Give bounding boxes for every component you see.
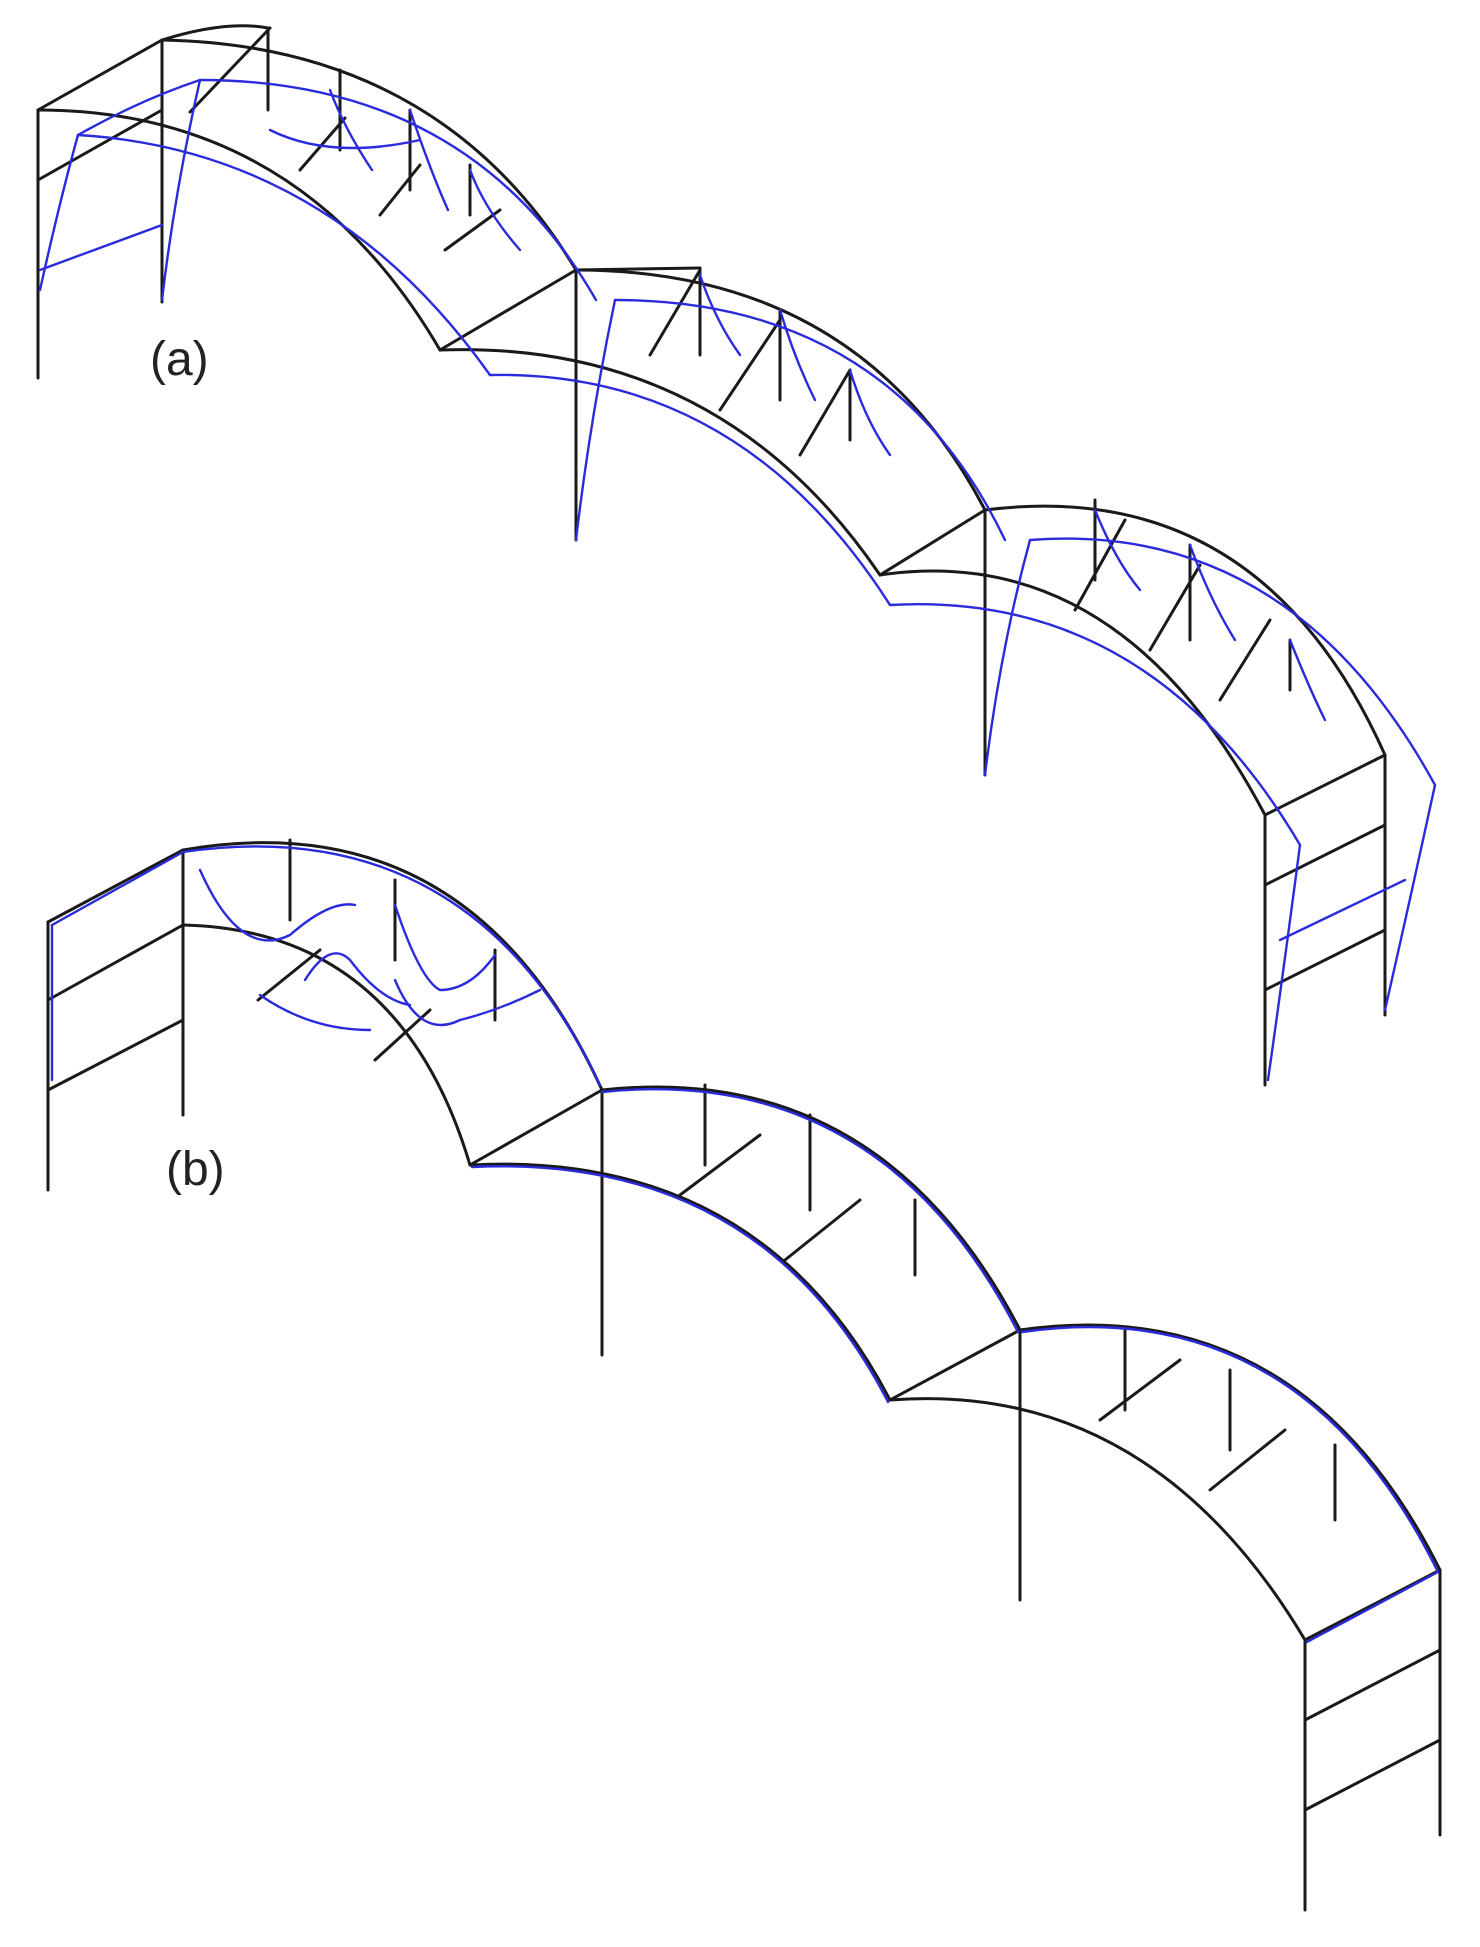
b-bay2-purlin-1: [678, 1133, 762, 1197]
b-bay3-purlin-2: [1208, 1428, 1287, 1492]
b-bay3-ridge-back: [1018, 1323, 1442, 1572]
a-def-bay3-post-1: [1093, 508, 1142, 592]
panel-b-deformed-shape: [50, 845, 1440, 1644]
b-bay1-ridge-front: [181, 923, 472, 1167]
b-left-low-beam: [46, 1018, 185, 1092]
a-right-end-top: [1263, 753, 1387, 817]
a-bay1-purlin-4: [443, 208, 502, 252]
b-bay1-ridge-back: [181, 841, 604, 1092]
b-bay2-ridge-back: [600, 1085, 1022, 1332]
b-bay3-ridge-front: [888, 1397, 1307, 1642]
a-def-bay1-sag: [268, 128, 422, 150]
a-def-column-1: [574, 298, 617, 542]
panel-b-undeformed-frame: [46, 838, 1442, 1912]
a-def-bay1-front: [76, 133, 492, 377]
b-left-mid-beam: [46, 923, 185, 1002]
a-def-bay2-ridge: [613, 298, 1007, 542]
a-def-right-column-front: [1266, 843, 1302, 1082]
b-def-bay2-ridge: [600, 1088, 1020, 1334]
b-def-bay1-sag: [258, 993, 372, 1032]
a-def-bay2-post-3: [848, 368, 892, 457]
a-bay2-purlin-3: [798, 368, 852, 457]
panel-b-label: (b): [166, 1143, 225, 1196]
a-bay3-purlin-2: [1148, 563, 1202, 652]
a-bay2-ridge-front: [438, 348, 882, 577]
a-def-bay1-post-3: [468, 168, 522, 252]
a-right-low-beam: [1263, 928, 1387, 992]
a-def-bay1-post-1: [328, 88, 374, 172]
a-bay1-ridge-back: [160, 38, 578, 272]
b-bay2-valley: [888, 1328, 1022, 1402]
a-bay1-valley: [438, 268, 578, 352]
a-def-bay1-ridge: [198, 78, 598, 302]
a-def-bay2-front: [488, 373, 892, 607]
b-def-right-top: [1305, 1570, 1440, 1644]
b-def-left-top: [50, 850, 185, 927]
b-bay1-valley: [468, 1088, 604, 1167]
a-def-bay2-post-2: [778, 308, 817, 402]
b-def-bay1-wave-1: [198, 868, 357, 942]
b-def-bay1-ridge: [181, 845, 602, 1087]
a-bay3-ridge-front: [878, 569, 1267, 817]
a-left-top-beam: [36, 38, 164, 112]
a-def-bay3-front: [888, 603, 1302, 847]
b-bay2-purlin-2: [783, 1198, 862, 1262]
panel-b-structure: [46, 838, 1442, 1912]
a-bay1-ridge-front: [36, 108, 442, 352]
a-bay2-valley: [878, 508, 987, 577]
a-def-bay2-post-1: [698, 273, 742, 357]
b-def-bay1-wave-3: [393, 903, 497, 992]
a-bay3-purlin-3: [1218, 618, 1272, 702]
panel-a-structure: [36, 24, 1437, 1087]
a-bay2-purlin-1: [648, 268, 702, 357]
panel-a-label: (a): [150, 333, 209, 386]
a-bay3-purlin-1: [1073, 518, 1127, 612]
b-bay2-ridge-front: [468, 1162, 892, 1402]
a-def-left-top: [76, 78, 202, 137]
a-def-left-column-back: [160, 78, 202, 302]
panel-a-deformed-shape: [38, 78, 1437, 1082]
a-bay2-purlin-2: [718, 318, 782, 412]
b-def-bay1-wave-2: [303, 952, 412, 1007]
a-def-left-column-front: [38, 133, 80, 292]
a-def-column-2: [983, 538, 1032, 777]
b-def-bay2-front: [470, 1165, 890, 1404]
a-bay3-ridge-back: [983, 504, 1387, 757]
a-def-bay1-post-2: [408, 108, 450, 212]
b-def-bay1-wave-4: [393, 978, 542, 1026]
a-right-mid-beam: [1263, 823, 1387, 887]
b-right-low-beam: [1303, 1738, 1442, 1812]
a-bay1-purlin-2: [298, 116, 347, 172]
b-right-mid-beam: [1303, 1648, 1442, 1722]
a-bay1-purlin-1: [188, 26, 272, 114]
a-def-bay3-post-3: [1288, 638, 1327, 722]
panel-a-undeformed-frame: [36, 24, 1387, 1087]
a-def-right-column-back: [1383, 783, 1437, 1012]
a-bay1-purlin-3: [378, 163, 422, 217]
b-left-top-beam: [46, 848, 185, 924]
a-left-end-arch: [160, 24, 270, 42]
a-def-left-mid: [38, 223, 164, 272]
a-def-right-mid: [1278, 878, 1407, 942]
a-def-bay3-post-2: [1188, 543, 1237, 642]
a-def-bay3-ridge: [1028, 537, 1437, 787]
b-def-bay3-ridge: [1020, 1325, 1440, 1574]
b-bay1-purlin-1: [256, 948, 322, 1002]
b-bay3-purlin-1: [1098, 1358, 1182, 1422]
